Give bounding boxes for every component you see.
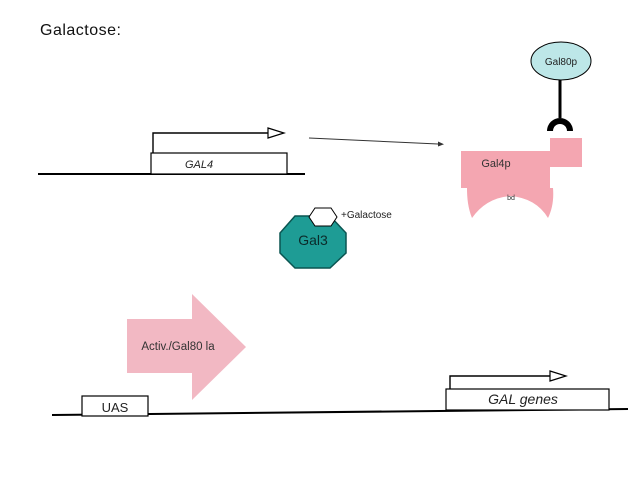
gal4p-label: Gal4p bbox=[481, 158, 510, 170]
gal3-label: Gal3 bbox=[298, 232, 328, 248]
galactose-label: +Galactose bbox=[341, 210, 392, 221]
gal4-promoter-arrow bbox=[152, 132, 270, 153]
expression-arrowhead-icon bbox=[438, 141, 444, 147]
galactose-hexagon-icon bbox=[308, 207, 338, 227]
bd-label: bd bbox=[507, 195, 515, 202]
gal3-protein bbox=[279, 215, 347, 269]
gal4p-protein bbox=[461, 138, 582, 188]
page-title: Galactose: bbox=[40, 22, 122, 39]
gal-genes-label: GAL genes bbox=[488, 391, 558, 407]
activation-arrow bbox=[127, 294, 246, 400]
gal-genes-box bbox=[445, 388, 610, 411]
uas-label: UAS bbox=[102, 400, 129, 415]
uas-box bbox=[81, 395, 149, 417]
activation-arrow-label: Activ./Gal80 la bbox=[141, 341, 215, 353]
gal80p-protein bbox=[530, 41, 592, 81]
gal4-arrowhead-icon bbox=[267, 127, 287, 139]
gal80p-label: Gal80p bbox=[545, 57, 578, 68]
gal4-gene-box bbox=[150, 152, 288, 175]
gal-genes-arrowhead-icon bbox=[549, 370, 569, 382]
gal4p-binding-domain bbox=[467, 188, 554, 218]
gal-genes-promoter-arrow bbox=[449, 375, 552, 389]
expression-arrow-line bbox=[308, 137, 439, 145]
gal4-gene-label: GAL4 bbox=[185, 159, 213, 171]
gal80p-binding-cap bbox=[547, 118, 573, 131]
